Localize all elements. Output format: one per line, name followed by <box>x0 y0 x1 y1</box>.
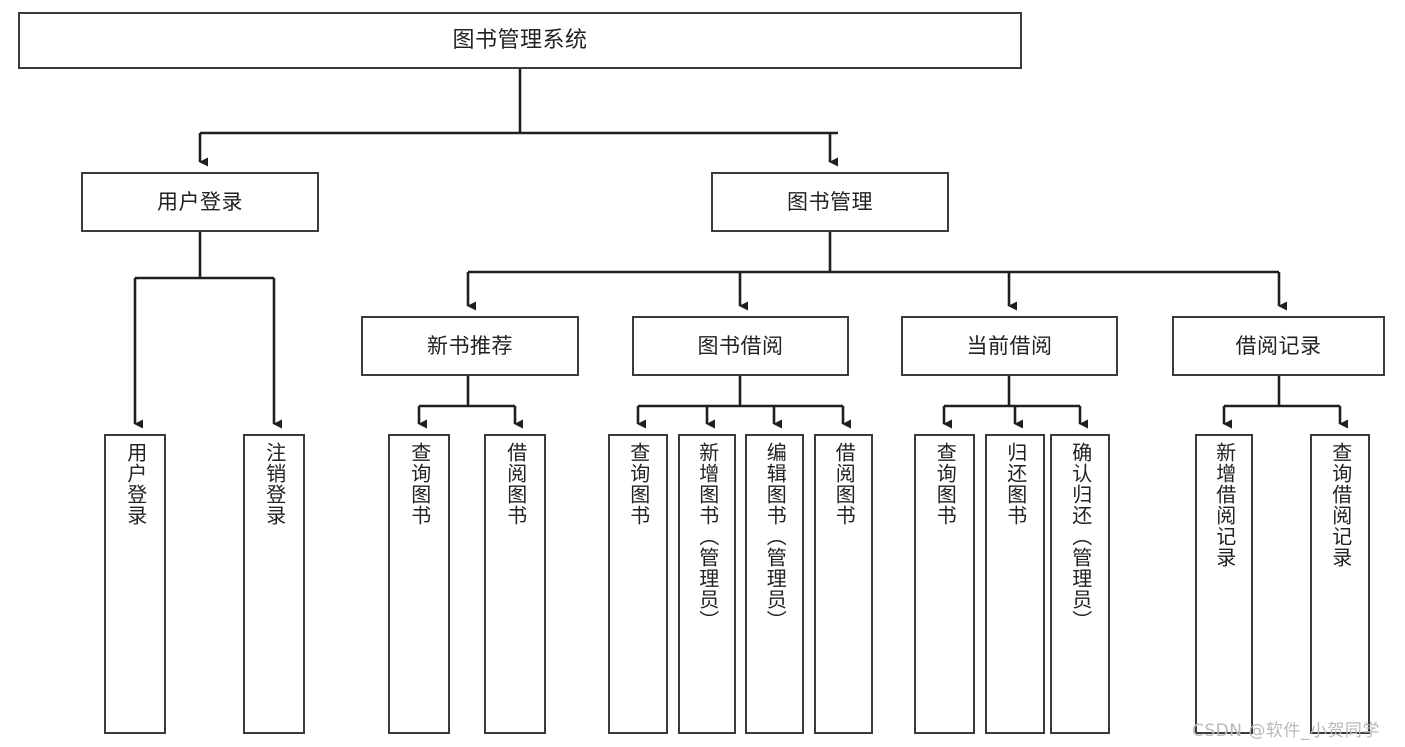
node-borrow-record[interactable]: 借阅记录 <box>1172 316 1385 376</box>
leaf-borrow-book-brw[interactable]: 借阅图书 <box>814 434 873 734</box>
leaf-edit-book[interactable]: 编辑图书（管理员） <box>745 434 804 734</box>
leaf-edit-book-label: 编辑图书（管理员） <box>763 442 788 631</box>
node-borrow-record-label: 借阅记录 <box>1235 333 1322 358</box>
leaf-borrow-book-rec[interactable]: 借阅图书 <box>484 434 546 734</box>
leaf-query-record[interactable]: 查询借阅记录 <box>1310 434 1370 734</box>
node-root-label: 图书管理系统 <box>452 27 588 53</box>
leaf-confirm-return-label: 确认归还（管理员） <box>1068 442 1093 631</box>
node-current-borrow-label: 当前借阅 <box>966 333 1053 358</box>
node-book-manage[interactable]: 图书管理 <box>711 172 949 232</box>
leaf-query-book-rec[interactable]: 查询图书 <box>388 434 450 734</box>
leaf-add-record-label: 新增借阅记录 <box>1212 442 1237 568</box>
leaf-user-login-label: 用户登录 <box>123 442 148 526</box>
leaf-query-book-cur-label: 查询图书 <box>933 442 958 526</box>
leaf-query-book-brw-label: 查询图书 <box>626 442 651 526</box>
leaf-add-record[interactable]: 新增借阅记录 <box>1195 434 1253 734</box>
leaf-return-book[interactable]: 归还图书 <box>985 434 1045 734</box>
leaf-borrow-book-rec-label: 借阅图书 <box>503 442 528 526</box>
node-new-book-recommend-label: 新书推荐 <box>427 333 513 358</box>
leaf-query-record-label: 查询借阅记录 <box>1328 442 1353 568</box>
node-root-system[interactable]: 图书管理系统 <box>18 12 1022 69</box>
leaf-borrow-book-brw-label: 借阅图书 <box>832 442 857 526</box>
leaf-add-book-label: 新增图书（管理员） <box>695 442 720 631</box>
leaf-add-book[interactable]: 新增图书（管理员） <box>678 434 736 734</box>
node-user-login-label: 用户登录 <box>157 189 243 214</box>
leaf-query-book-brw[interactable]: 查询图书 <box>608 434 668 734</box>
leaf-confirm-return[interactable]: 确认归还（管理员） <box>1050 434 1110 734</box>
csdn-watermark: CSDN @软件_小贺同学 <box>1192 721 1380 741</box>
leaf-query-book-cur[interactable]: 查询图书 <box>914 434 975 734</box>
node-book-borrow-label: 图书借阅 <box>697 333 784 358</box>
leaf-logout[interactable]: 注销登录 <box>243 434 305 734</box>
node-new-book-recommend[interactable]: 新书推荐 <box>361 316 579 376</box>
node-book-manage-label: 图书管理 <box>787 189 873 214</box>
node-book-borrow[interactable]: 图书借阅 <box>632 316 849 376</box>
leaf-user-login[interactable]: 用户登录 <box>104 434 166 734</box>
leaf-query-book-rec-label: 查询图书 <box>407 442 432 526</box>
leaf-logout-label: 注销登录 <box>262 442 287 526</box>
node-user-login[interactable]: 用户登录 <box>81 172 319 232</box>
leaf-return-book-label: 归还图书 <box>1003 442 1028 526</box>
node-current-borrow[interactable]: 当前借阅 <box>901 316 1118 376</box>
